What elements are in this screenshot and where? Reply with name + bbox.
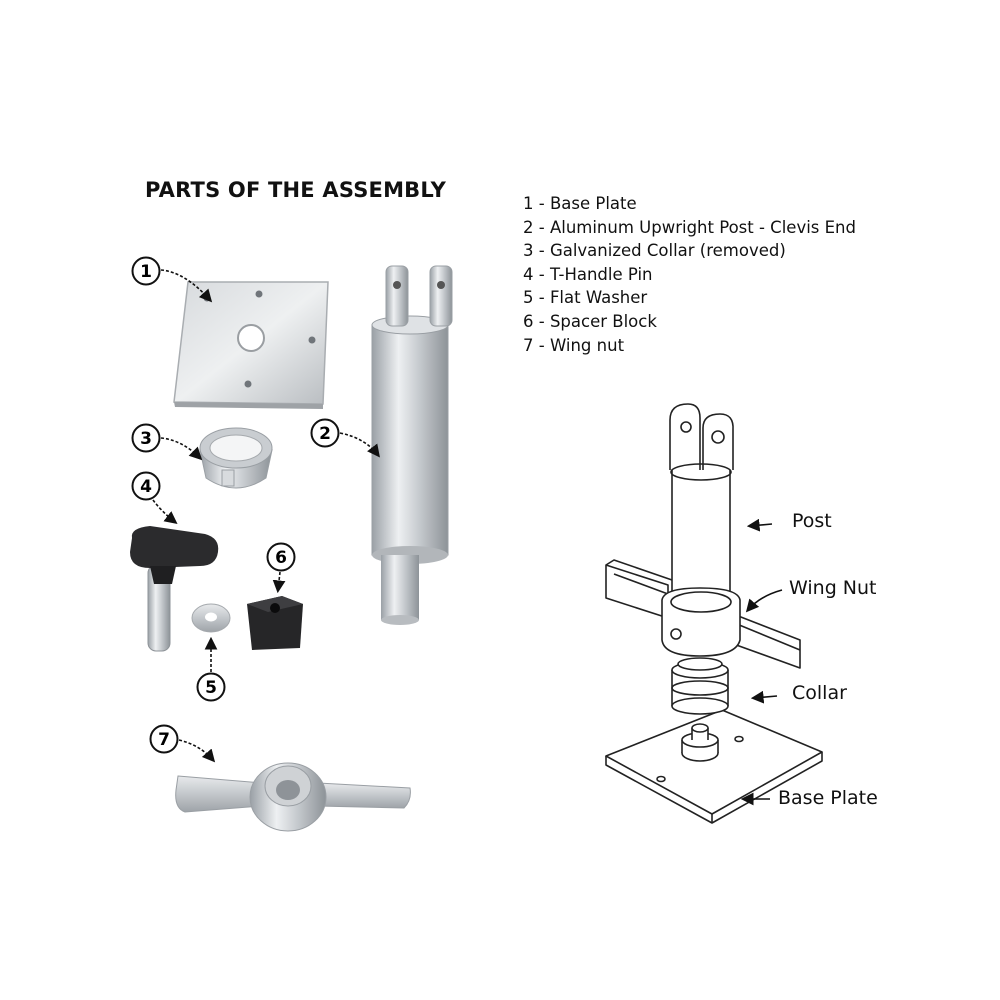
legend-item-collar: 3 - Galvanized Collar (removed) bbox=[523, 241, 786, 261]
marker-1: 1 bbox=[131, 256, 213, 303]
legend-item-wing-nut: 7 - Wing nut bbox=[523, 335, 625, 355]
callout-post: Post bbox=[792, 510, 832, 532]
legend-item-t-handle-pin: 4 - T-Handle Pin bbox=[523, 264, 653, 284]
diagram-title: PARTS OF THE ASSEMBLY bbox=[145, 178, 447, 202]
marker-2-label: 2 bbox=[319, 424, 331, 444]
marker-5-label: 5 bbox=[205, 678, 217, 698]
marker-7-label: 7 bbox=[158, 730, 170, 750]
marker-1-label: 1 bbox=[140, 262, 152, 282]
legend-item-post: 2 - Aluminum Upwright Post - Clevis End bbox=[523, 217, 856, 237]
legend-item-base-plate: 1 - Base Plate bbox=[523, 194, 637, 213]
callout-base-plate: Base Plate bbox=[778, 787, 878, 809]
marker-5: 5 bbox=[196, 636, 226, 702]
t-handle-pin-photo bbox=[130, 526, 219, 652]
marker-6-label: 6 bbox=[275, 548, 287, 568]
callout-wing-nut: Wing Nut bbox=[789, 577, 877, 599]
base-plate-photo bbox=[173, 281, 329, 409]
marker-3: 3 bbox=[131, 423, 203, 461]
marker-2: 2 bbox=[310, 418, 380, 458]
flat-washer-photo bbox=[191, 603, 231, 633]
marker-3-label: 3 bbox=[140, 429, 152, 449]
marker-7: 7 bbox=[149, 724, 216, 763]
drawing-callout-arrows bbox=[740, 518, 783, 806]
legend-item-flat-washer: 5 - Flat Washer bbox=[523, 288, 648, 308]
marker-4-label: 4 bbox=[140, 477, 152, 497]
upright-post-photo bbox=[371, 265, 453, 625]
collar-photo bbox=[199, 427, 273, 489]
legend-item-spacer-block: 6 - Spacer Block bbox=[523, 311, 657, 331]
wing-nut-photo bbox=[175, 762, 411, 832]
marker-6: 6 bbox=[266, 542, 296, 594]
parts-legend: 1 - Base Plate 2 - Aluminum Upwright Pos… bbox=[523, 192, 856, 357]
marker-4: 4 bbox=[131, 471, 178, 524]
spacer-block-photo bbox=[247, 596, 303, 650]
callout-collar: Collar bbox=[792, 682, 847, 704]
assembly-line-drawing bbox=[605, 403, 823, 824]
